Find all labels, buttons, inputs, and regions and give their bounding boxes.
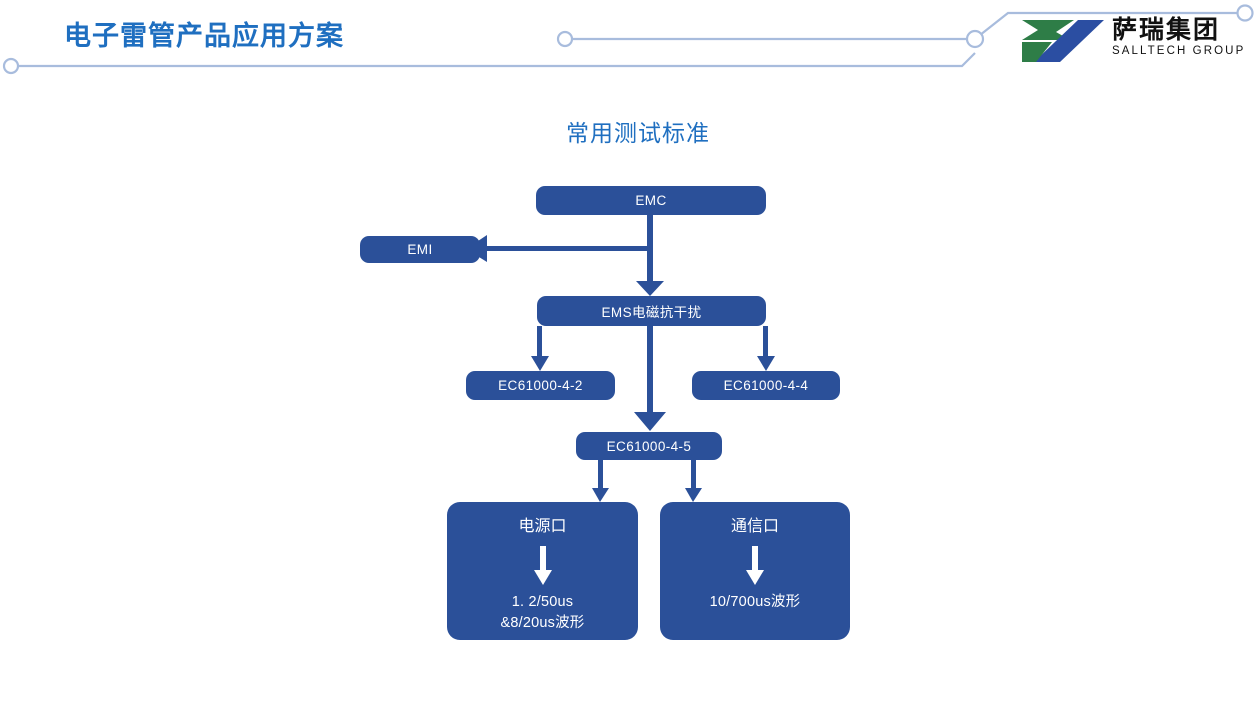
logo-name-cn: 萨瑞集团	[1112, 16, 1221, 44]
node-ec61000-4-2-label: EC61000-4-2	[498, 378, 583, 393]
node-emi[interactable]: EMI	[360, 236, 480, 263]
header-decoration-lines	[2, 4, 1254, 75]
node-comm-port[interactable]: 通信口 10/700us波形	[660, 502, 850, 640]
node-ec61000-4-5[interactable]: EC61000-4-5	[576, 432, 722, 460]
node-power-port-title: 电源口	[518, 518, 567, 535]
node-ec61000-4-4[interactable]: EC61000-4-4	[692, 371, 840, 400]
company-logo: 萨瑞集团 SALLTECH GROUP	[1012, 16, 1244, 66]
salltech-logo-icon	[1022, 20, 1104, 62]
node-ems-label: EMS电磁抗干扰	[601, 305, 702, 320]
node-comm-port-line1: 10/700us波形	[709, 594, 801, 610]
node-emi-label: EMI	[407, 242, 433, 257]
node-ec61000-4-5-label: EC61000-4-5	[606, 438, 692, 454]
node-power-port[interactable]: 电源口 1. 2/50us &8/20us波形	[447, 502, 638, 640]
node-emc-label: EMC	[635, 193, 667, 208]
down-arrow-icon	[533, 546, 552, 586]
node-comm-port-title: 通信口	[730, 518, 779, 535]
node-power-port-line1: 1. 2/50us	[511, 594, 574, 610]
node-power-port-line2: &8/20us波形	[500, 615, 585, 631]
section-heading-text: 常用测试标准	[566, 120, 710, 146]
logo-wordmark: 萨瑞集团 SALLTECH GROUP	[1112, 16, 1244, 58]
down-arrow-icon	[746, 546, 764, 586]
page-title: 电子雷管产品应用方案	[64, 21, 344, 51]
node-ec61000-4-2[interactable]: EC61000-4-2	[466, 371, 615, 400]
node-ec61000-4-4-label: EC61000-4-4	[723, 378, 809, 393]
node-ems[interactable]: EMS电磁抗干扰	[537, 296, 766, 326]
node-emc[interactable]: EMC	[536, 186, 766, 215]
logo-name-en: SALLTECH GROUP	[1112, 45, 1246, 57]
slide-header: 电子雷管产品应用方案 萨瑞集团 SALLTECH GROUP	[0, 0, 1256, 90]
section-heading: 常用测试标准	[0, 114, 1256, 148]
